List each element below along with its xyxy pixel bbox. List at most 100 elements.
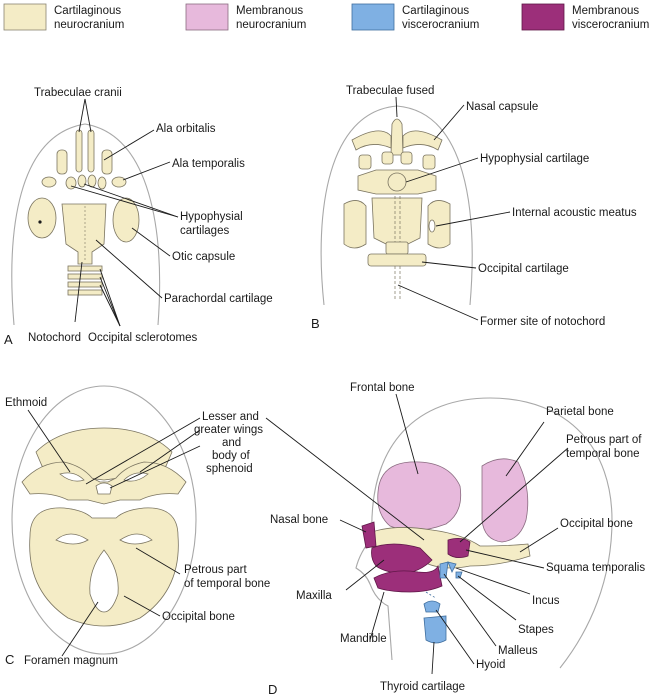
label-nasal-bone: Nasal bone bbox=[270, 514, 328, 526]
panel-letter-b: B bbox=[311, 316, 320, 331]
basal-plate bbox=[371, 197, 423, 245]
panel-a-leaders bbox=[70, 98, 179, 327]
optic-fissure bbox=[59, 472, 85, 482]
legend-label-line2: viscerocranium bbox=[572, 19, 649, 31]
panel-letter-c: C bbox=[5, 652, 14, 667]
ala-orbitalis-b bbox=[422, 154, 436, 170]
label-petrous-line2: of temporal bone bbox=[184, 578, 270, 590]
ala-orbitalis-b bbox=[400, 151, 413, 165]
label-squama-temporalis: Squama temporalis bbox=[546, 562, 645, 574]
label-parachordal-cartilage: Parachordal cartilage bbox=[164, 293, 273, 305]
legend-item-membranous-viscerocranium: Membranous viscerocranium bbox=[521, 3, 649, 31]
label-trabeculae-fused: Trabeculae fused bbox=[346, 85, 434, 97]
legend-item-cartilaginous-neurocranium: Cartilaginous neurocranium bbox=[3, 3, 124, 31]
legend-label-line2: viscerocranium bbox=[402, 19, 479, 31]
label-occipital-bone-d: Occipital bone bbox=[560, 518, 633, 530]
trabeculae-fused bbox=[390, 118, 404, 156]
mandible bbox=[373, 564, 443, 593]
ala-orbitalis-left bbox=[56, 149, 68, 175]
label-petrous-line1: Petrous part bbox=[184, 564, 247, 576]
legend-swatch-cartilaginous-viscerocranium bbox=[351, 3, 395, 31]
legend: Cartilaginous neurocranium Membranous ne… bbox=[3, 3, 649, 31]
label-ethmoid: Ethmoid bbox=[5, 397, 47, 409]
panel-letter-a: A bbox=[4, 332, 13, 347]
nasal-capsule bbox=[351, 130, 392, 151]
legend-item-membranous-neurocranium: Membranous neurocranium bbox=[185, 3, 306, 31]
ala-temporalis-right bbox=[111, 176, 127, 188]
squama-temporalis bbox=[447, 538, 471, 558]
panel-b: Trabeculae fused Nasal capsule Hypophysi… bbox=[311, 85, 637, 331]
label-stapes: Stapes bbox=[518, 624, 554, 636]
label-sphenoid-line2: greater wings bbox=[194, 424, 263, 436]
otic-capsule-b bbox=[427, 200, 451, 249]
label-internal-acoustic-meatus: Internal acoustic meatus bbox=[512, 207, 637, 219]
occipital-sclerotome bbox=[67, 265, 103, 272]
panel-c: Ethmoid Lesser and greater wings and bod… bbox=[5, 385, 270, 667]
panel-b-leaders bbox=[395, 96, 511, 321]
panel-d-leaders bbox=[265, 393, 569, 675]
panel-a-head-outline bbox=[11, 123, 161, 326]
panel-a: Trabeculae cranii Ala orbitalis Ala temp… bbox=[4, 87, 273, 347]
otic-capsule-right bbox=[112, 197, 140, 243]
label-petrous-line2-d: temporal bone bbox=[566, 448, 640, 460]
hypophysial-piece bbox=[77, 174, 87, 188]
label-hypophysial-line2: cartilages bbox=[180, 225, 229, 237]
trabecula-right bbox=[87, 129, 95, 173]
legend-label-line2: neurocranium bbox=[54, 19, 124, 31]
otic-dot bbox=[38, 220, 42, 224]
ala-orbitalis-b bbox=[358, 154, 372, 170]
frontal-bone bbox=[377, 461, 462, 531]
panel-c-head-outline bbox=[11, 385, 197, 655]
label-frontal-bone: Frontal bone bbox=[350, 382, 415, 394]
label-hyoid: Hyoid bbox=[476, 659, 505, 671]
occipital-piece bbox=[385, 241, 409, 255]
label-sphenoid-line3: and bbox=[222, 437, 241, 449]
thyroid-cartilage bbox=[423, 615, 447, 644]
legend-label-line1: Membranous bbox=[572, 5, 639, 17]
ala-orbitalis-b bbox=[381, 151, 394, 165]
legend-label-line1: Cartilaginous bbox=[402, 5, 469, 17]
petrous-ridge bbox=[55, 533, 89, 545]
label-parietal-bone: Parietal bone bbox=[546, 406, 614, 418]
label-malleus: Malleus bbox=[498, 645, 538, 657]
hypophysial-body bbox=[387, 172, 407, 192]
legend-label-line2: neurocranium bbox=[236, 19, 306, 31]
occipital-sclerotome bbox=[67, 289, 103, 296]
trabecula-left bbox=[75, 129, 83, 173]
hypophysial-piece bbox=[97, 176, 107, 190]
occipital-cartilage bbox=[367, 253, 427, 267]
foramen-magnum bbox=[89, 549, 119, 613]
label-sphenoid-line1: Lesser and bbox=[202, 411, 259, 423]
nasal-capsule bbox=[402, 130, 443, 151]
label-occipital-bone-c: Occipital bone bbox=[162, 611, 235, 623]
label-mandible: Mandible bbox=[340, 633, 387, 645]
otic-capsule-left bbox=[27, 197, 57, 239]
malleus bbox=[439, 561, 449, 579]
label-former-site-notochord: Former site of notochord bbox=[480, 316, 605, 328]
label-notochord: Notochord bbox=[28, 332, 81, 344]
label-occipital-sclerotomes: Occipital sclerotomes bbox=[88, 332, 198, 344]
label-sphenoid-line5: sphenoid bbox=[206, 463, 253, 475]
label-ala-orbitalis: Ala orbitalis bbox=[156, 123, 216, 135]
label-hypophysial-line1: Hypophysial bbox=[180, 211, 243, 223]
nasal-bone bbox=[361, 521, 377, 549]
label-petrous-line1-d: Petrous part of bbox=[566, 434, 642, 446]
label-otic-capsule: Otic capsule bbox=[172, 251, 235, 263]
legend-item-cartilaginous-viscerocranium: Cartilaginous viscerocranium bbox=[351, 3, 479, 31]
occipital-sclerotome bbox=[67, 273, 103, 280]
hypophysial-piece bbox=[65, 176, 77, 190]
panel-d: Frontal bone Parietal bone Petrous part … bbox=[265, 382, 645, 696]
panel-letter-d: D bbox=[268, 682, 277, 696]
legend-label-line1: Cartilaginous bbox=[54, 5, 121, 17]
label-maxilla: Maxilla bbox=[296, 590, 332, 602]
legend-swatch-membranous-neurocranium bbox=[185, 3, 229, 31]
label-ala-temporalis: Ala temporalis bbox=[172, 158, 245, 170]
ala-orbitalis-right bbox=[101, 149, 113, 175]
legend-swatch-membranous-viscerocranium bbox=[521, 3, 565, 31]
legend-label-line1: Membranous bbox=[236, 5, 303, 17]
internal-acoustic-meatus bbox=[428, 219, 436, 233]
panel-b-head-outline bbox=[320, 105, 473, 306]
label-incus: Incus bbox=[532, 595, 560, 607]
panel-c-leaders bbox=[27, 409, 201, 657]
